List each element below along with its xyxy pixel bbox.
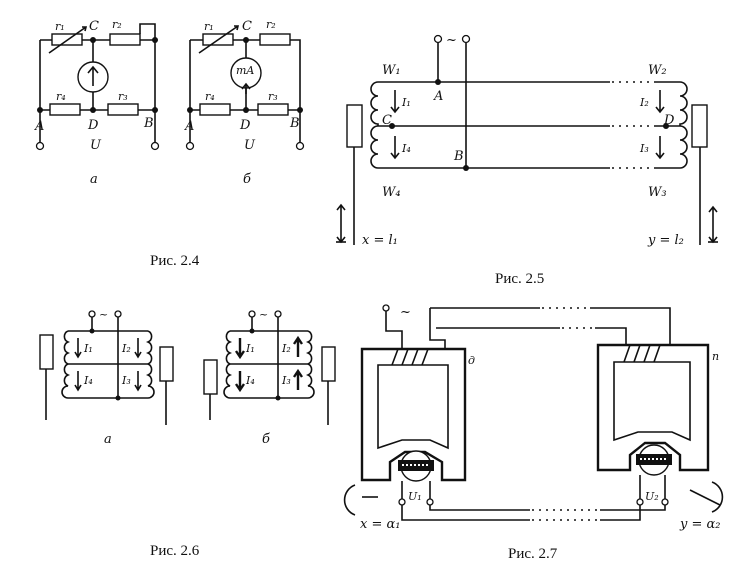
arrow-i4-icon	[390, 136, 400, 160]
coil-w1-icon	[370, 81, 379, 126]
label-node-b: B	[289, 116, 300, 131]
coil-w4-icon	[370, 125, 379, 169]
rotor-right-icon	[636, 444, 672, 476]
label-node-a: A	[433, 89, 443, 104]
label-u1: U₁	[408, 490, 422, 503]
label-w3: W₃	[648, 185, 667, 200]
label-x-l1: x = l₁	[362, 233, 398, 248]
label-u2: U₂	[645, 490, 659, 503]
winding-left-icon	[391, 348, 429, 366]
angle-arc-right-icon	[711, 481, 724, 513]
stator-left-icon	[360, 347, 467, 482]
label-i1: I₁	[401, 96, 411, 109]
fig-2-5-transmission-line: ~	[336, 33, 718, 248]
resistor-r3-icon	[257, 103, 289, 116]
caption-fig-2-7: Рис. 2.7	[508, 546, 558, 562]
sensor-left-icon	[346, 104, 363, 148]
label-r4: r₄	[56, 90, 66, 103]
resistor-r2-icon	[109, 33, 141, 46]
sensor-left-icon	[39, 334, 54, 370]
label-node-d: D	[663, 113, 675, 128]
label-r3: r₃	[268, 90, 278, 103]
label-supply: ~	[400, 305, 411, 320]
sub-label-b: б	[243, 172, 251, 187]
sensor-right-icon	[321, 346, 336, 382]
fig-2-7-synchro-system: ~ д U₁ x = α₁	[343, 304, 724, 532]
label-x-alpha1: x = α₁	[360, 517, 400, 532]
arrow-i1-icon	[390, 90, 400, 114]
resistor-r2-icon	[259, 33, 291, 46]
fig-2-4a-bridge-circuit: r₁ C r₂ r₄ r₃ A D B U а	[34, 18, 160, 187]
label-node-b: B	[453, 149, 464, 164]
resistor-r4-icon	[199, 103, 231, 116]
fig-2-6b-coil-diagram: ~ I₁ I₄ I₂ I₃ б	[203, 308, 336, 447]
label-supply: ~	[259, 308, 268, 321]
caption-fig-2-6: Рис. 2.6	[150, 543, 200, 559]
label-i2: I₂	[281, 342, 291, 355]
label-w4: W₄	[382, 185, 401, 200]
sensor-right-icon	[691, 104, 708, 148]
caption-fig-2-4: Рис. 2.4	[150, 253, 200, 269]
label-r2: r₂	[112, 18, 122, 31]
rotor-left-icon	[398, 450, 434, 482]
label-node-d: D	[239, 118, 251, 133]
stator-right-icon	[596, 343, 710, 472]
resistor-r3-icon	[107, 103, 139, 116]
label-d: д	[468, 354, 475, 367]
winding-right-icon	[623, 344, 661, 363]
label-i3: I₃	[281, 374, 291, 387]
label-r2: r₂	[266, 18, 276, 31]
milliammeter-icon	[230, 57, 262, 94]
label-r1: r₁	[55, 20, 65, 33]
label-w1: W₁	[382, 63, 401, 78]
label-r1: r₁	[204, 20, 214, 33]
label-node-b: B	[143, 116, 154, 131]
label-node-d: D	[87, 118, 99, 133]
label-meter-ma: mA	[236, 64, 254, 77]
label-r4: r₄	[205, 90, 215, 103]
caption-fig-2-5: Рис. 2.5	[495, 271, 544, 287]
label-i3: I₃	[121, 374, 131, 387]
label-p: п	[712, 350, 719, 363]
variable-arrow-icon	[48, 26, 88, 54]
angle-arc-left-icon	[343, 484, 356, 516]
label-w2: W₂	[648, 63, 667, 78]
variable-arrow-icon	[198, 25, 240, 54]
arrow-i3-icon	[655, 136, 665, 160]
label-i4: I₄	[245, 374, 255, 387]
label-node-c: C	[242, 19, 252, 34]
fig-2-4b-bridge-circuit: mA r₁ C r₂ r₄ r₃ A D B U б	[184, 18, 305, 187]
label-y-l2: y = l₂	[647, 233, 684, 248]
ammeter-icon	[77, 61, 109, 93]
sensor-right-icon	[159, 346, 174, 382]
sub-label-b: б	[262, 432, 270, 447]
coil-w2-icon	[679, 81, 688, 126]
label-node-a: A	[184, 119, 194, 134]
label-i2: I₂	[121, 342, 131, 355]
label-node-a: A	[34, 119, 44, 134]
sensor-left-icon	[203, 359, 218, 395]
label-supply: ~	[99, 308, 108, 321]
label-voltage: U	[90, 138, 102, 153]
label-i3: I₃	[639, 142, 649, 155]
coil-w3-icon	[679, 125, 688, 169]
label-i1: I₁	[83, 342, 93, 355]
label-i2: I₂	[639, 96, 649, 109]
sub-label-a: а	[90, 172, 98, 187]
label-voltage: U	[244, 138, 256, 153]
arrow-i2-icon	[655, 90, 665, 114]
label-y-alpha2: y = α₂	[679, 517, 721, 532]
label-r3: r₃	[118, 90, 128, 103]
sub-label-a: а	[104, 432, 112, 447]
label-i4: I₄	[83, 374, 93, 387]
label-node-c: C	[89, 19, 99, 34]
resistor-r4-icon	[49, 103, 81, 116]
label-i4: I₄	[401, 142, 411, 155]
fig-2-6a-coil-diagram: ~ I₁ I₄ I₂ I₃ а	[39, 308, 174, 447]
label-i1: I₁	[245, 342, 255, 355]
label-supply: ~	[446, 33, 457, 48]
label-node-c: C	[382, 113, 392, 128]
